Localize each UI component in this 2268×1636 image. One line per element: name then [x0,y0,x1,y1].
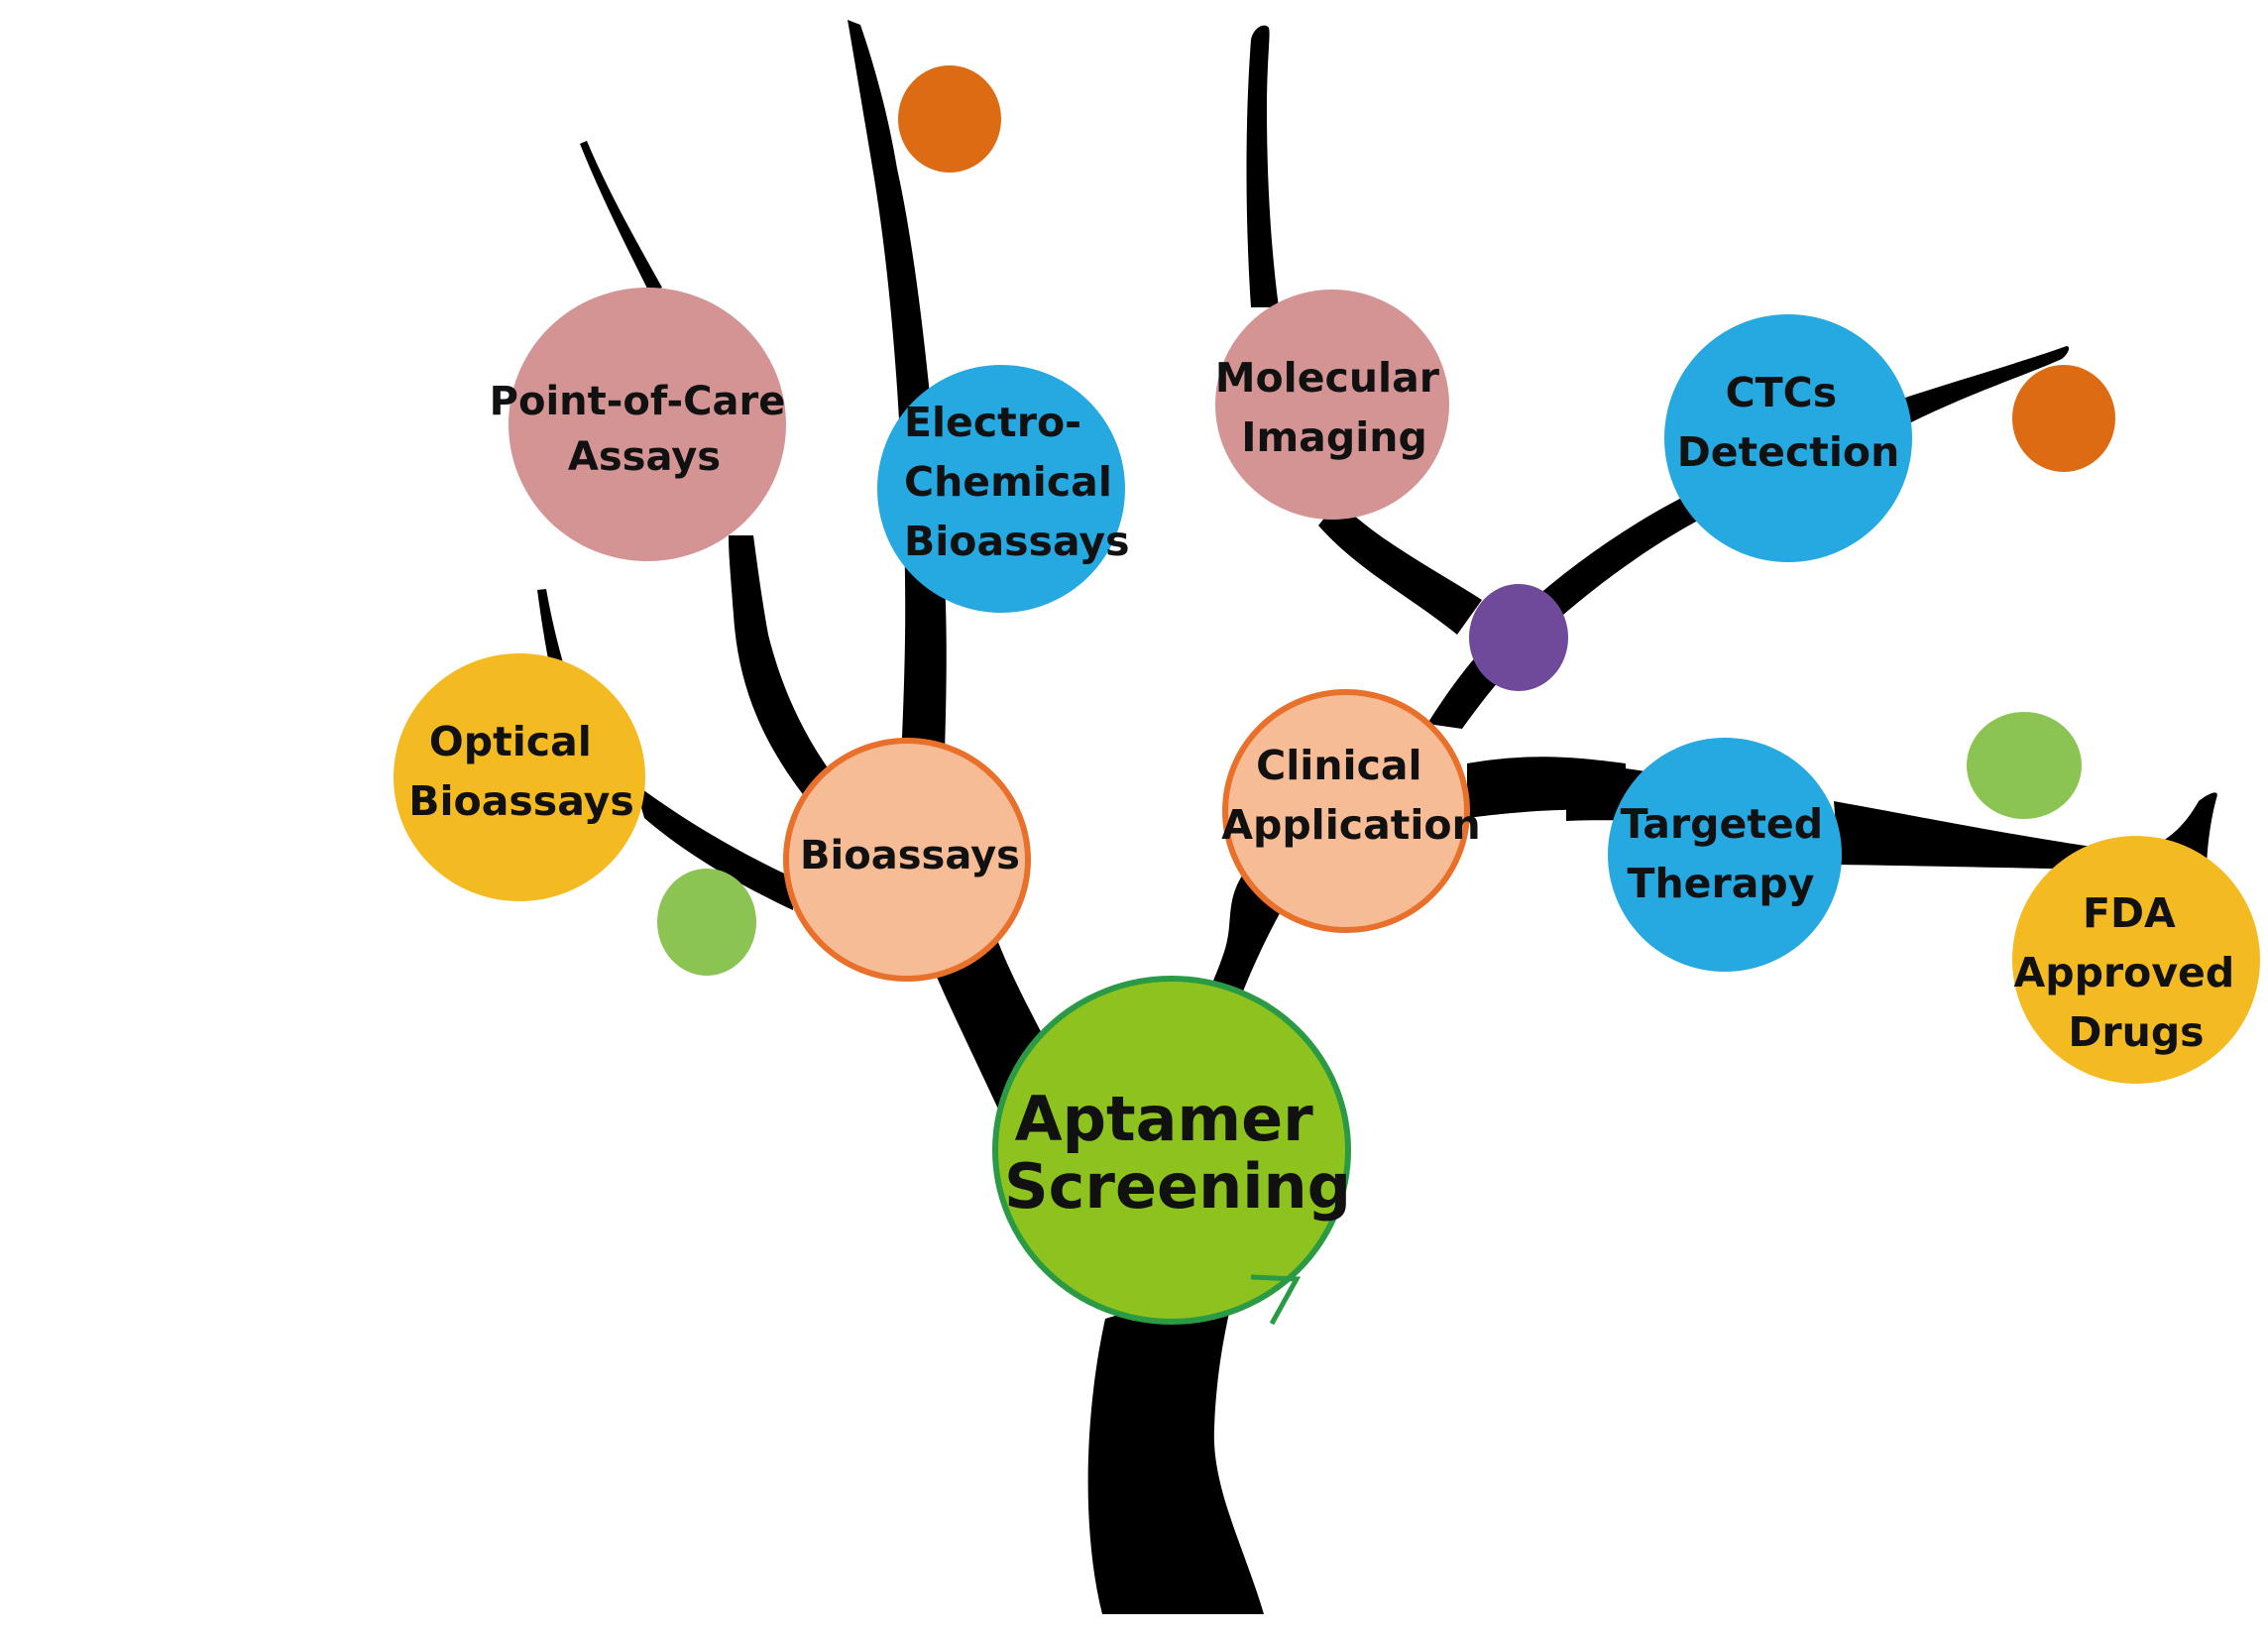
node-fda-circle [2012,836,2260,1084]
node-molecular-imaging-circle [1215,290,1449,520]
purple-dot [1469,584,1568,691]
twig-point-of-care [580,141,662,292]
branch-point-of-care [729,535,843,813]
label-bioassays: Bioassays [800,833,1020,878]
label-targeted: Targeted Therapy [1621,800,1838,907]
node-labels: Point-of-Care Assays Electro- Chemical B… [408,354,2249,1223]
node-clinical-circle [1222,689,1470,933]
label-optical: Optical Bioassays [408,718,633,825]
node-root-circle [992,976,1351,1325]
branch-ctcs-tip [1893,346,2070,426]
green-dot-left [657,869,756,976]
branch-optical [634,783,793,910]
label-point-of-care: Point-of-Care Assays [490,379,800,480]
label-molecular-imaging: Molecular Imaging [1215,354,1454,461]
node-electrochemical-circle [877,365,1125,613]
twig-molecular-imaging [1246,25,1279,307]
node-ctcs-circle [1664,314,1912,562]
orange-dot-right [2012,365,2115,472]
node-circles [394,288,2260,1326]
root-arrow-icon [1250,1274,1302,1326]
label-ctcs: CTCs Detection [1677,369,1900,476]
branch-electrochemical [848,20,947,783]
node-point-of-care-circle [509,288,786,561]
label-fda: FDA Approved Drugs [2014,889,2249,1056]
twig-optical [537,589,565,669]
branch-molecular-imaging [1318,501,1482,635]
label-root: Aptamer Screening [1004,1083,1351,1223]
label-clinical: Clinical Application [1221,742,1481,849]
orange-dot-top [898,65,1001,173]
node-optical-circle [394,653,645,901]
label-electrochemical: Electro- Chemical Bioassays [904,399,1129,565]
green-dot-right [1967,712,2082,819]
trunk [1087,1279,1264,1614]
node-bioassays-circle [783,738,1031,982]
node-targeted-circle [1608,738,1842,972]
decorative-dots [657,65,2115,976]
